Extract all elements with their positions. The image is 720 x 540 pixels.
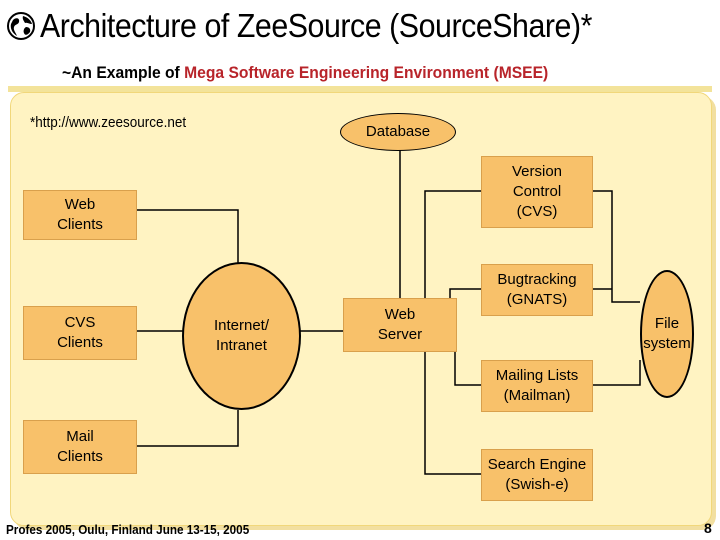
node-cvs-clients: CVS Clients	[23, 306, 137, 360]
node-mailing-lists: Mailing Lists (Mailman)	[481, 360, 593, 412]
footer-conference: Profes 2005, Oulu, Finland June 13-15, 2…	[6, 522, 250, 537]
subtitle-prefix: ~An Example of	[62, 63, 185, 82]
node-web-server: Web Server	[343, 298, 457, 352]
node-internet-intranet: Internet/ Intranet	[182, 262, 301, 410]
title-underline	[8, 86, 712, 92]
slide-subtitle: ~An Example of Mega Software Engineering…	[62, 63, 548, 83]
subtitle-accent: Mega Software Engineering Environment (M…	[184, 63, 549, 82]
slide-title: Architecture of ZeeSource (SourceShare)*	[40, 7, 592, 44]
source-url-note: *http://www.zeesource.net	[30, 114, 187, 131]
connector-version-control	[424, 190, 481, 298]
globe-icon	[7, 12, 35, 40]
connector-mailing-lists	[454, 350, 481, 386]
connector-mail-clients	[135, 410, 239, 447]
title-band: Architecture of ZeeSource (SourceShare)*…	[0, 0, 720, 92]
connector-fs-version	[591, 190, 640, 303]
node-web-clients: Web Clients	[23, 190, 137, 240]
node-file-system: File system	[640, 270, 694, 398]
connector-web-clients	[135, 209, 239, 265]
node-mail-clients: Mail Clients	[23, 420, 137, 474]
connector-search-engine	[424, 350, 481, 475]
node-version-control: Version Control (CVS)	[481, 156, 593, 228]
node-search-engine: Search Engine (Swish-e)	[481, 449, 593, 501]
node-database: Database	[340, 113, 456, 151]
connector-bugtracking	[449, 288, 481, 298]
title-row: Architecture of ZeeSource (SourceShare)*	[6, 4, 640, 48]
node-bugtracking: Bugtracking (GNATS)	[481, 264, 593, 316]
connector-fs-mailing	[591, 360, 641, 386]
page-number: 8	[704, 520, 712, 536]
